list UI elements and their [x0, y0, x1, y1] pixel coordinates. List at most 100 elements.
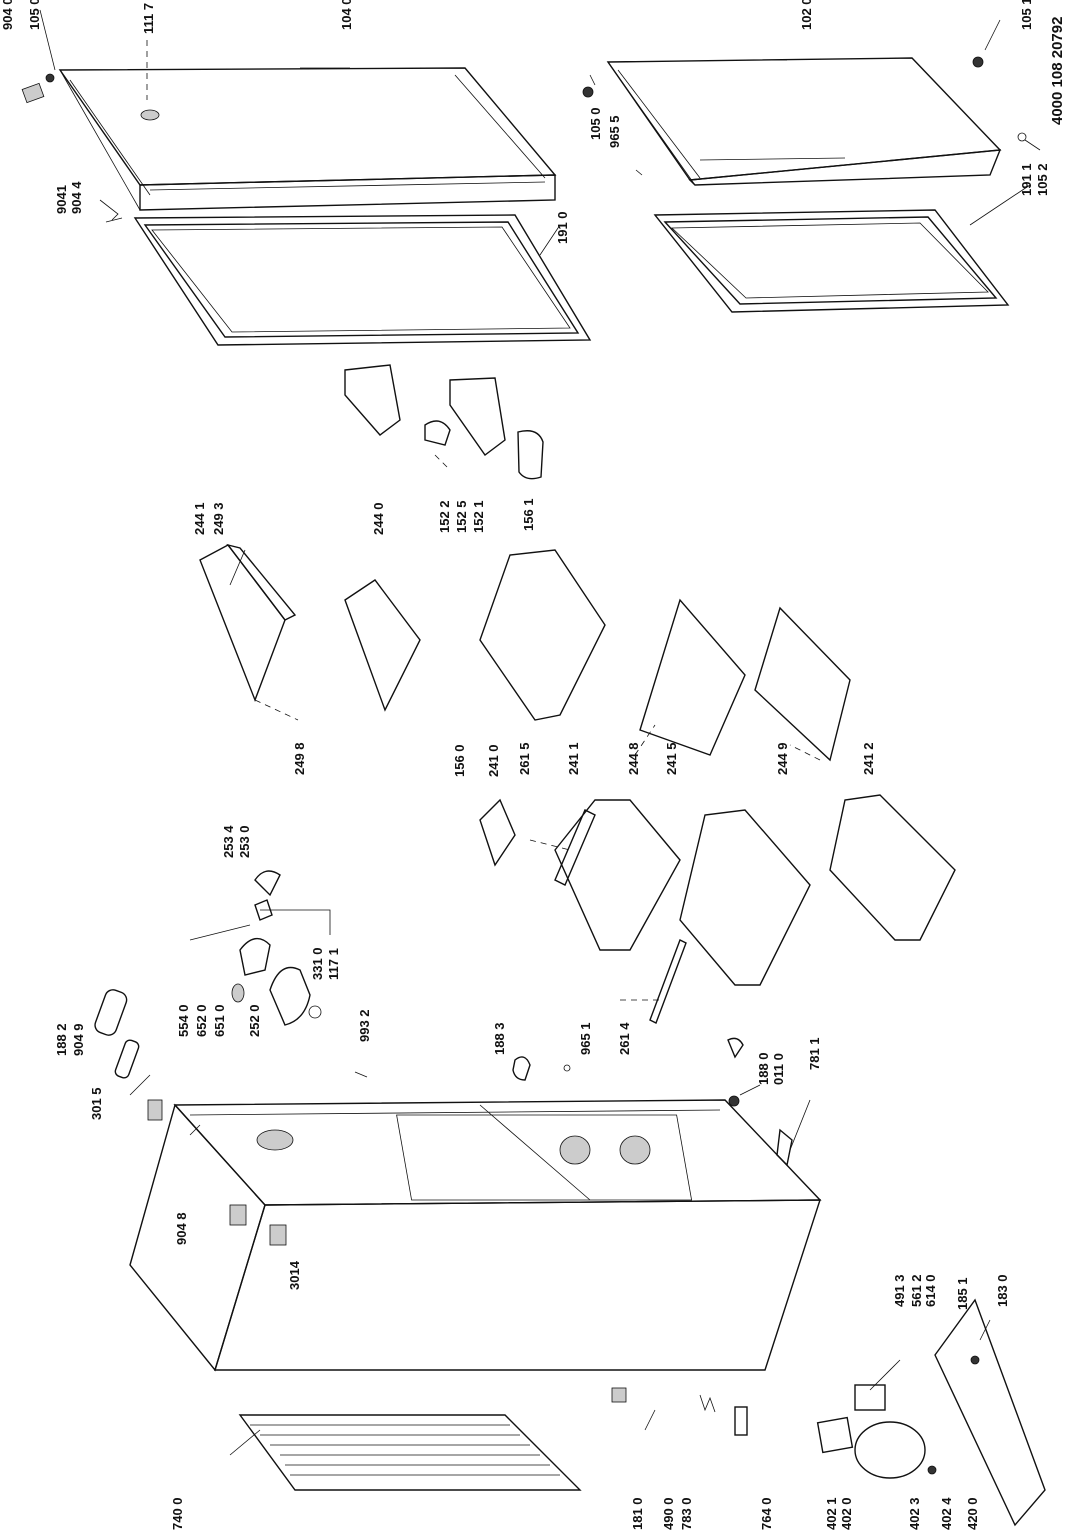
label-249-3: 249 3: [211, 502, 226, 535]
label-105-0-top: 105 0: [27, 0, 42, 30]
label-331-0: 331 0: [310, 947, 325, 980]
handle-188-2: [94, 989, 128, 1036]
label-191-1: 191 1: [1019, 163, 1034, 196]
label-301-5: 301 5: [89, 1087, 104, 1120]
part-181-0: [611, 1387, 627, 1403]
cabinet-part: [129, 1099, 822, 1372]
drawer-241-5: [679, 809, 811, 986]
part-188-0: [727, 1037, 744, 1059]
glass-shelf-244-9: [754, 606, 851, 762]
part-781-1: [776, 1128, 793, 1167]
cap-011-0: [728, 1095, 740, 1107]
drawer-rail-261-4: [649, 939, 687, 1024]
lamp-253-4: [254, 899, 273, 921]
label-105-1: 105 1: [1019, 0, 1034, 30]
bottle-holder-152-5: [424, 420, 451, 446]
part-185-1: [970, 1355, 980, 1365]
document-number: 4000 108 20792: [1049, 16, 1066, 125]
bracket-904-4: [99, 199, 123, 223]
label-781-1: 781 1: [807, 1037, 822, 1070]
label-614-0: 614 0: [923, 1274, 938, 1307]
label-249-8: 249 8: [292, 742, 307, 775]
label-402-0: 402 0: [839, 1497, 854, 1530]
label-183-0: 183 0: [995, 1274, 1010, 1307]
hinge-pin-105-0-top: [45, 73, 55, 83]
label-402-3: 402 3: [907, 1497, 922, 1530]
door-balcony-152-1: [449, 377, 506, 456]
label-764-0: 764 0: [759, 1497, 774, 1530]
label-156-1: 156 1: [521, 498, 536, 531]
label-111-7: 111 7: [141, 2, 156, 34]
label-241-5: 241 5: [664, 742, 679, 775]
glass-shelf-244-8: [639, 598, 746, 756]
part-764-0: [734, 1406, 748, 1436]
label-185-1: 185 1: [955, 1277, 970, 1310]
drawer-241-0: [479, 549, 606, 721]
part-188-3: [512, 1056, 531, 1081]
lamp-cover-253-0: [254, 870, 281, 897]
label-105-0-right: 105 0: [588, 107, 603, 140]
hinge-pin-105-1: [972, 56, 984, 68]
screw-993-2: [354, 1071, 368, 1078]
label-904-9: 904 9: [71, 1023, 86, 1056]
label-651-0: 651 0: [212, 1004, 227, 1037]
label-011-0: 011 0: [771, 1053, 786, 1085]
label-420-0: 420 0: [965, 1497, 980, 1530]
label-104-0: 104 0: [339, 0, 354, 30]
part-783-0: [699, 1394, 716, 1413]
label-156-0: 156 0: [452, 744, 467, 777]
drawer-241-2: [829, 794, 956, 941]
label-244-1: 244 1: [192, 502, 207, 535]
label-904-1: 9041: [54, 185, 69, 214]
label-241-2: 241 2: [861, 742, 876, 775]
part-301-4: [269, 1224, 287, 1246]
label-783-0: 783 0: [679, 1497, 694, 1530]
lower-door-gasket-part: [653, 209, 1010, 313]
thermostat-554-0: [239, 937, 271, 976]
part-402-4: [927, 1465, 937, 1475]
label-740-0: 740 0: [170, 1497, 185, 1530]
label-105-2: 105 2: [1035, 163, 1050, 196]
label-117-1: 117 1: [326, 948, 341, 980]
label-241-1: 241 1: [566, 742, 581, 775]
label-102-0: 102 0: [799, 0, 814, 30]
drawer-241-1: [554, 799, 681, 951]
label-241-0: 241 0: [486, 744, 501, 777]
label-402-1: 402 1: [824, 1497, 839, 1530]
label-152-1: 152 1: [471, 500, 486, 533]
label-253-0: 253 0: [237, 825, 252, 858]
label-561-2: 561 2: [909, 1274, 924, 1307]
label-402-4: 402 4: [939, 1497, 954, 1530]
label-261-4: 261 4: [617, 1022, 632, 1055]
label-490-0: 490 0: [661, 1497, 676, 1530]
drawer-front-261-5: [554, 809, 596, 886]
label-554-0: 554 0: [176, 1004, 191, 1037]
label-244-9: 244 9: [775, 742, 790, 775]
label-152-2: 152 2: [437, 500, 452, 533]
handle-part-904-9: [114, 1039, 140, 1079]
compressor-402-0: [854, 1421, 926, 1479]
label-965-5: 965 5: [607, 115, 622, 148]
label-652-0: 652 0: [194, 1004, 209, 1037]
label-993-2: 993 2: [357, 1009, 372, 1042]
label-904-4: 904 4: [69, 181, 84, 214]
part-904-8: [229, 1204, 247, 1226]
label-188-2: 188 2: [54, 1023, 69, 1056]
label-261-5: 261 5: [517, 742, 532, 775]
egg-tray-156-1: [517, 430, 544, 480]
switch-331-0: [308, 1005, 322, 1019]
part-301-5: [147, 1099, 163, 1121]
upper-door-gasket-part: [133, 214, 592, 346]
shelf-rail-249-3: [226, 543, 297, 621]
top-hinge-cover: [21, 82, 45, 104]
control-housing-252-0: [269, 966, 311, 1026]
label-904-0-top: 904 0: [0, 0, 15, 30]
lower-door-part: [606, 57, 1002, 186]
label-491-3: 491 3: [892, 1274, 907, 1307]
ice-tray-156-0: [479, 798, 516, 867]
label-904-8: 904 8: [174, 1212, 189, 1245]
label-191-0: 191 0: [555, 211, 570, 244]
screw-965-5: [635, 169, 643, 176]
